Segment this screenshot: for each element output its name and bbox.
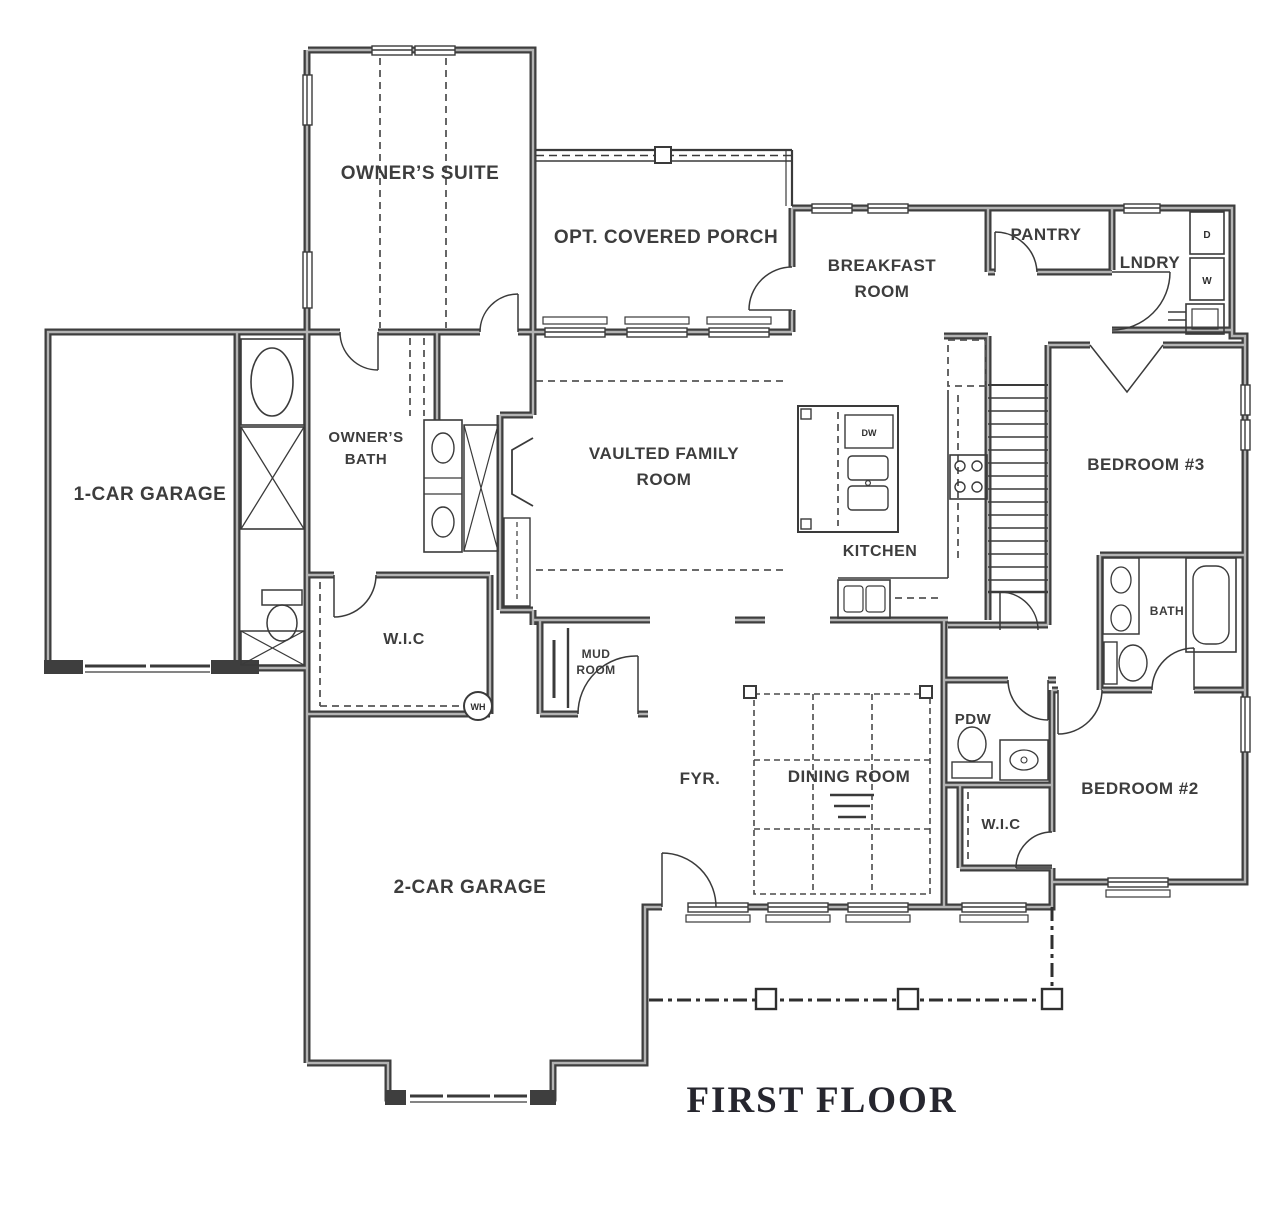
garage-door-jamb xyxy=(44,660,83,674)
porch-door xyxy=(748,266,793,311)
owners-bath-fixtures xyxy=(240,338,499,666)
walls xyxy=(48,50,1245,1098)
room-label-kitchen: KITCHEN xyxy=(843,543,918,560)
dining-columns xyxy=(743,685,933,699)
fridge-outline xyxy=(947,339,987,387)
dashed-features xyxy=(319,58,987,862)
utility-sink-icon xyxy=(1168,303,1225,335)
hall-bath-door xyxy=(1151,647,1195,691)
dishwasher-icon xyxy=(844,414,894,449)
room-label-wic-bedroom2: W.I.C xyxy=(981,816,1020,833)
room-label-owners-bath: OWNER’S xyxy=(328,429,403,446)
kitchen-fixtures xyxy=(797,390,988,619)
bedroom2-door xyxy=(1057,689,1103,735)
room-label-breakfast-room: ROOM xyxy=(855,282,910,301)
owners-bath-door xyxy=(339,331,379,371)
dishwasher-label: DW xyxy=(862,428,877,438)
under-stair-door xyxy=(999,591,1039,631)
toilet-icon xyxy=(261,589,303,642)
laundry-door xyxy=(1111,271,1171,331)
mud-room-fixtures xyxy=(552,628,570,708)
windows xyxy=(300,43,1252,914)
counter-edge xyxy=(838,390,949,579)
washer-label: W xyxy=(1202,276,1212,287)
room-label-1car-garage: 1-CAR GARAGE xyxy=(74,484,227,505)
room-label-foyer: FYR. xyxy=(680,769,721,788)
room-label-bedroom3: BEDROOM #3 xyxy=(1087,455,1204,474)
room-label-breakfast-room: BREAKFAST xyxy=(828,256,937,275)
hall-bath-fixtures xyxy=(1102,557,1237,685)
toilet-icon xyxy=(1103,641,1148,685)
room-label-2car-garage: 2-CAR GARAGE xyxy=(394,877,547,898)
bedroom3-double-door xyxy=(1089,344,1164,394)
pantry-door xyxy=(994,231,1038,273)
wic-shelving xyxy=(319,582,486,707)
owner-shower2-icon xyxy=(463,424,499,552)
bathtub-icon xyxy=(240,338,305,426)
room-label-mud-room: MUD xyxy=(582,647,611,661)
cooktop-icon xyxy=(949,454,988,500)
room-label-mud-room: ROOM xyxy=(576,663,615,677)
room-label-powder-room: PDW xyxy=(955,711,992,728)
washer-icon xyxy=(1189,257,1225,301)
mud-room-door xyxy=(577,655,639,715)
room-label-owners-bath: BATH xyxy=(345,451,388,468)
toilet-icon xyxy=(951,726,993,779)
double-vanity-icon xyxy=(423,419,463,553)
powder-room-door xyxy=(1007,679,1049,721)
room-labels: OWNER’S SUITE OPT. COVERED PORCH BREAKFA… xyxy=(74,163,1213,1121)
owners-suite-door xyxy=(479,293,519,333)
front-door xyxy=(661,852,717,908)
sink-icon xyxy=(999,739,1049,781)
porch-post xyxy=(754,987,778,1011)
dining-table xyxy=(830,793,874,819)
covered-porch-walls xyxy=(536,146,794,206)
porch-post xyxy=(896,987,920,1011)
laundry-fixtures xyxy=(1168,211,1225,335)
kitchen-sink-icon xyxy=(837,579,891,619)
room-label-dining-room: DINING ROOM xyxy=(788,767,911,786)
porch-post xyxy=(654,146,672,164)
linen-closet-icon xyxy=(240,630,305,666)
powder-room-fixtures xyxy=(951,726,1049,781)
room-label-opt-covered-porch: OPT. COVERED PORCH xyxy=(554,227,778,248)
wic-owner-door xyxy=(333,574,377,618)
room-label-laundry: LNDRY xyxy=(1120,253,1181,272)
kitchen-island xyxy=(797,405,899,533)
wic2-door xyxy=(1015,831,1053,869)
fireplace-icon xyxy=(503,437,534,607)
island-sink-icon xyxy=(847,455,889,511)
garage-doors xyxy=(44,660,556,1105)
staircase xyxy=(988,384,1048,594)
room-label-bath: BATH xyxy=(1150,604,1184,618)
room-label-family-room: ROOM xyxy=(637,470,692,489)
dryer-label: D xyxy=(1203,230,1210,241)
vanity-icon xyxy=(1102,557,1140,635)
room-label-owners-suite: OWNER’S SUITE xyxy=(341,163,500,184)
garage-door-jamb xyxy=(211,660,259,674)
bathtub-icon xyxy=(1185,557,1237,653)
window-sills xyxy=(542,316,1171,923)
plan-title: FIRST FLOOR xyxy=(686,1080,957,1121)
porch-post xyxy=(1040,987,1064,1011)
water-heater-icon xyxy=(463,691,493,721)
dryer-icon xyxy=(1189,211,1225,255)
room-label-pantry: PANTRY xyxy=(1011,225,1082,244)
room-label-wic-owner: W.I.C xyxy=(383,631,425,648)
doors xyxy=(333,231,1195,908)
room-label-family-room: VAULTED FAMILY xyxy=(589,444,739,463)
shower-icon xyxy=(240,426,305,530)
rear-porch xyxy=(649,907,1064,1011)
water-heater-label: WH xyxy=(471,702,486,712)
room-label-bedroom2: BEDROOM #2 xyxy=(1081,779,1198,798)
